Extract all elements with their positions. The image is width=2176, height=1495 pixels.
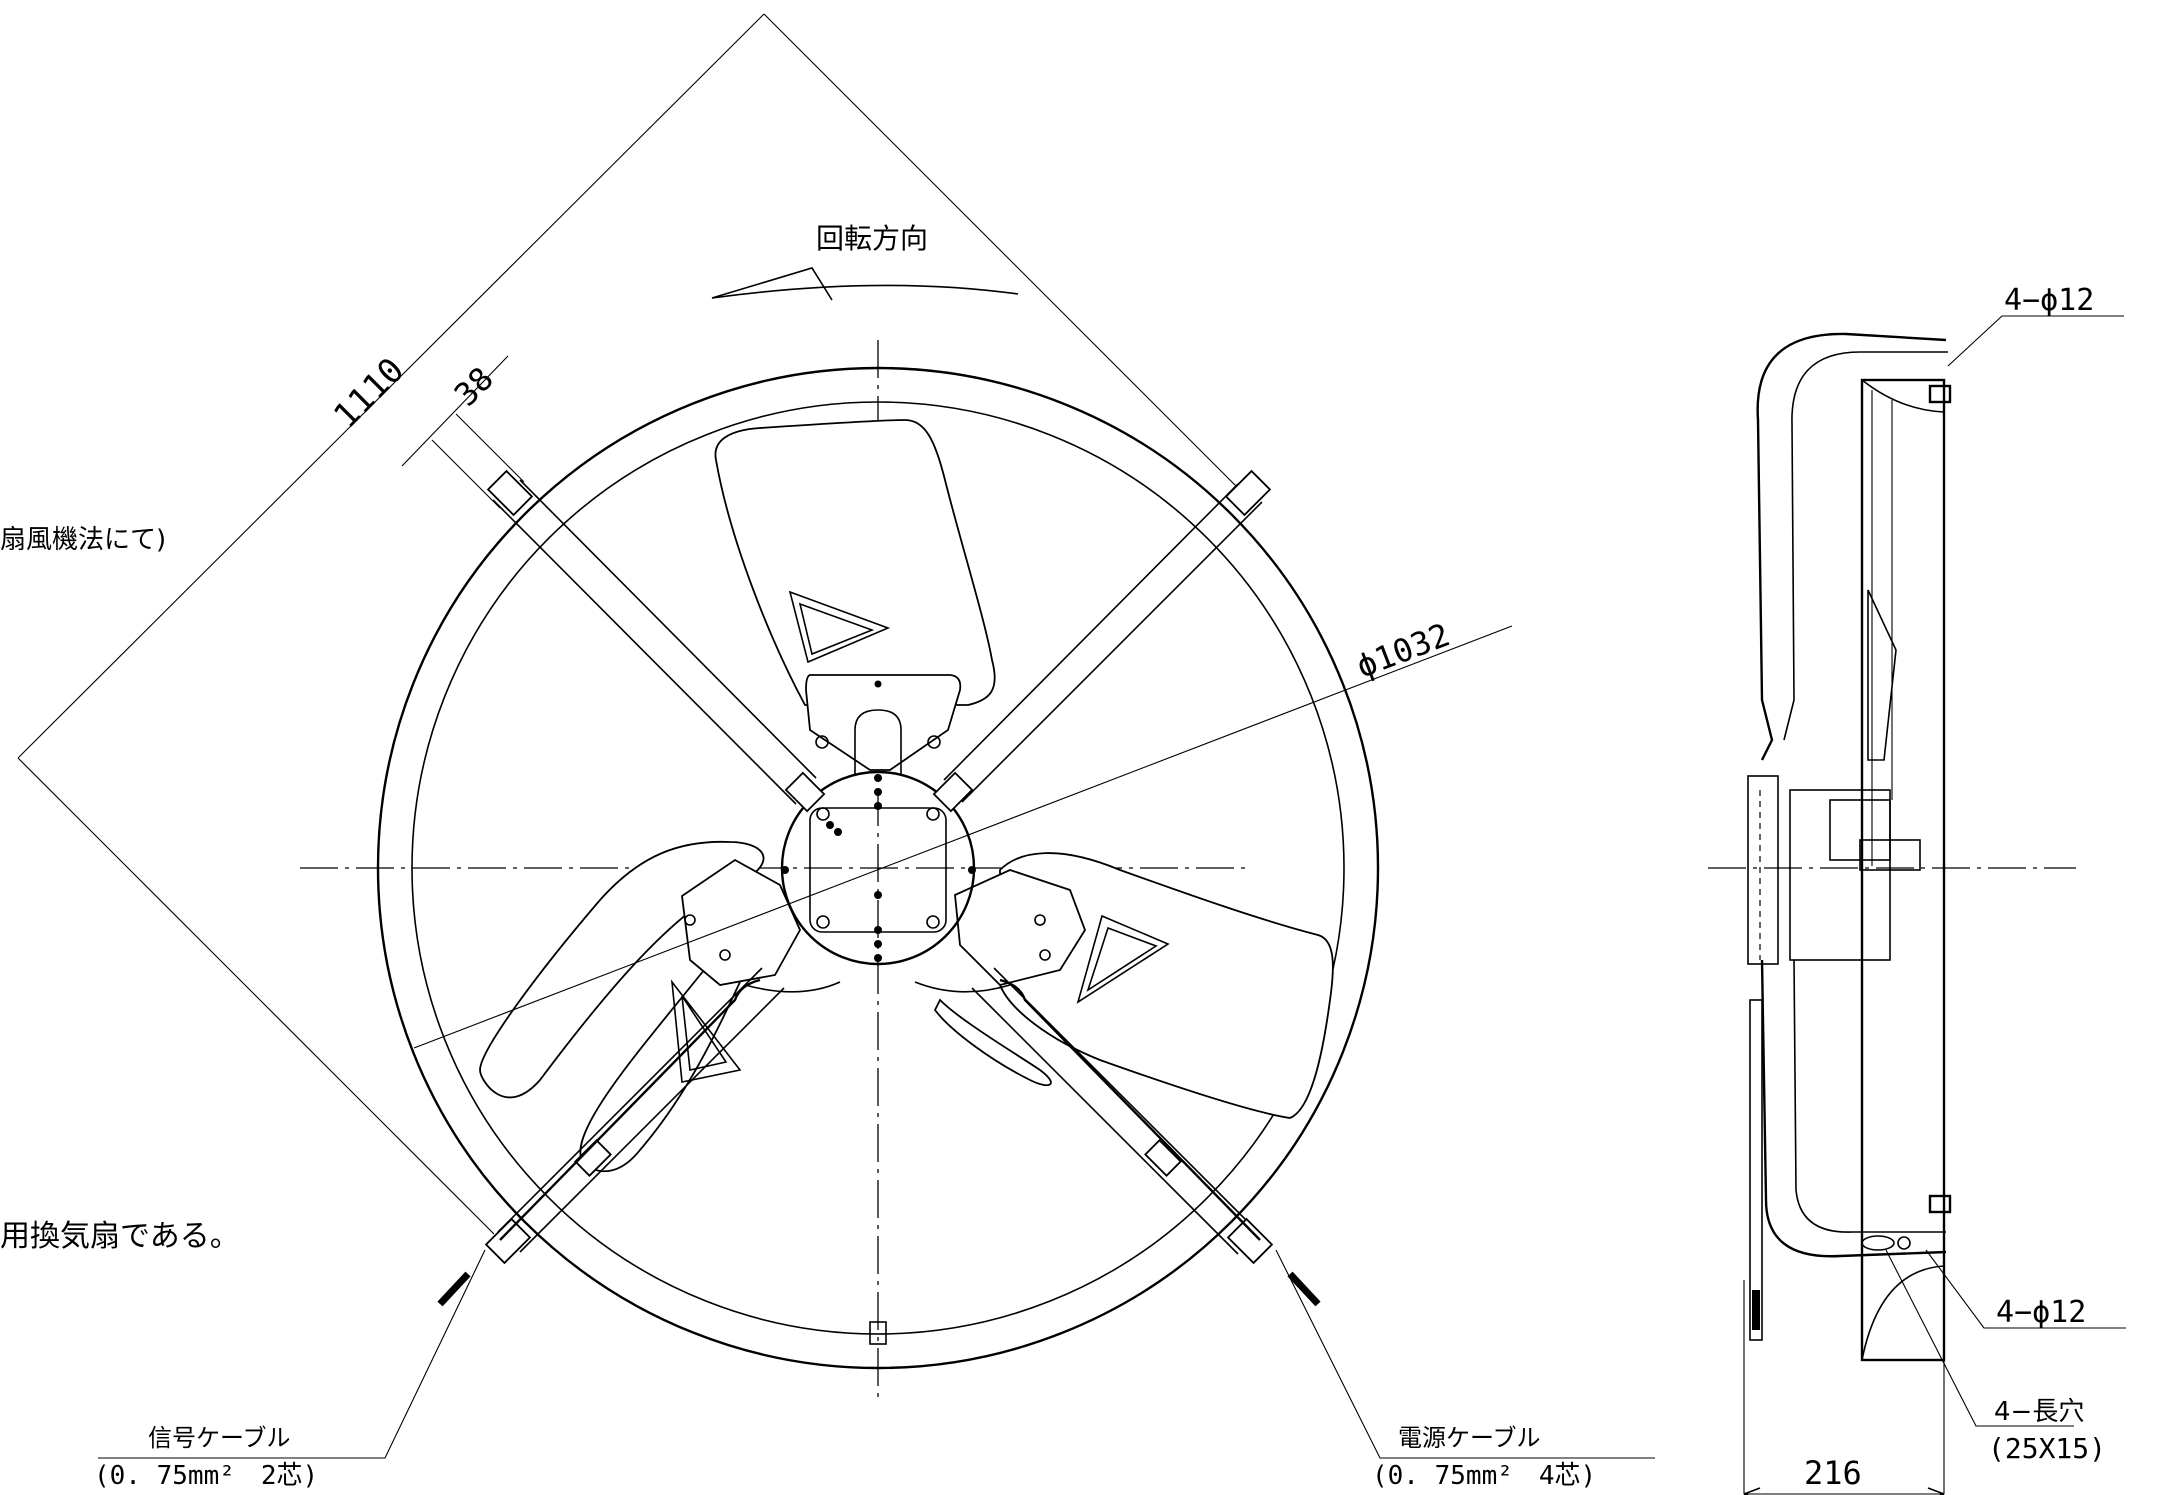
outer-ring-outer [376,366,1380,1370]
fan-blade-right [999,852,1334,1119]
dim-38-line [401,355,509,467]
power-leader [1275,1249,1655,1459]
side-blade-profile [1867,589,1897,761]
side-frame-inner [1783,351,1948,741]
blade-triangle-top [788,590,891,664]
side-frame-lower-inner [1793,959,1946,1233]
signal-leader [98,1249,486,1459]
side-slot [1861,1235,1895,1251]
side-bolt-top [1928,384,1952,404]
dim-1110-label: 1110 [326,350,412,436]
arm-lower-right-bracket [1226,1217,1274,1265]
arm-lower-left [497,967,785,1253]
dim-216-label: 216 [1804,1454,1862,1492]
bolt-bottom-leader [1925,1249,2126,1329]
power-cable-label: 電源ケーブル [1398,1424,1541,1452]
bolt-top-leader [1947,315,2124,367]
hub-plate-top [805,674,962,771]
dim-38-ext-b [455,413,525,483]
dim-1032-label: ϕ1032 [1351,615,1455,685]
cable-loop-left [744,981,841,993]
slot-leader [1885,1249,2074,1427]
hub-plate-top-slot [854,709,902,775]
arm-lower-left-bracket [484,1217,532,1265]
power-cable-spec: (0. 75mm² 4芯) [1372,1461,1596,1491]
side-motor-flange [1747,775,1779,965]
dim-38-label: 38 [447,360,501,414]
ring-bottom-tab [869,1321,887,1345]
rotation-label: 回転方向 [816,222,928,255]
dim-38-ext-a [431,439,501,509]
signal-cable [499,978,761,1241]
dim-1110-ext-upper [763,13,1237,487]
cable-loop-right [914,981,1011,993]
side-ring-top-curve [1861,379,1945,413]
side-lower-post [1749,999,1763,1341]
arm-upper-left-foot [784,771,826,813]
dim-1032-line [413,625,1513,1049]
arm-upper-left [492,479,817,805]
arm-upper-right-foot [932,771,974,813]
signal-cable-tail [437,1271,471,1307]
slot-label: 4−長穴 [1994,1397,2084,1427]
side-frame-lower-outer [1760,959,1947,1258]
arm-upper-right-bracket [1224,469,1272,517]
dim-1110-line [17,13,765,759]
signal-cable-spec: (0. 75mm² 2芯) [94,1461,318,1491]
arm-lower-right-clamp [1144,1139,1182,1177]
arm-upper-right [943,483,1263,803]
note-fragment-2: 用換気扇である。 [0,1219,240,1254]
power-cable [999,978,1261,1241]
side-slot-bolt [1897,1236,1911,1250]
side-ring-bottom-curve [1861,1265,1945,1361]
side-frame-outer [1756,332,1947,761]
hub-bolts [684,680,1051,962]
slot-size: (25X15) [1988,1432,2106,1465]
blade-triangle-right [1076,914,1170,1004]
side-hub-block [1859,839,1921,871]
signal-cable-label: 信号ケーブル [148,1424,291,1452]
arm-upper-left-bracket [486,469,534,517]
dim-1110-ext-lower [17,757,495,1235]
hub-plate-right [954,869,1086,986]
support-arms [484,469,1274,1265]
blade-triangle-left [670,979,742,1083]
side-lower-post-tail [1752,1290,1760,1330]
fan-blade-top [714,419,996,706]
bolt-top-label: 4−ϕ12 [2004,283,2094,318]
power-cable-tail [1287,1271,1321,1307]
dim-216-arrows [1743,1487,1945,1495]
note-fragment-1: 扇風機法にて) [0,525,166,555]
bolt-bottom-label: 4−ϕ12 [1996,1295,2086,1330]
rotation-arrowhead [711,267,833,301]
side-view: 4−ϕ12 4−ϕ12 4−長穴 (25X15) 216 [1708,283,2126,1495]
side-bolt-bottom [1928,1194,1952,1214]
side-motor-body [1789,789,1891,961]
fan-blade-right-lower [933,998,1052,1087]
rotation-arrow-arc [711,284,1019,299]
front-view: 回転方向 1110 38 ϕ1032 信号ケーブル (0. 75mm² 2芯) … [0,13,1655,1491]
